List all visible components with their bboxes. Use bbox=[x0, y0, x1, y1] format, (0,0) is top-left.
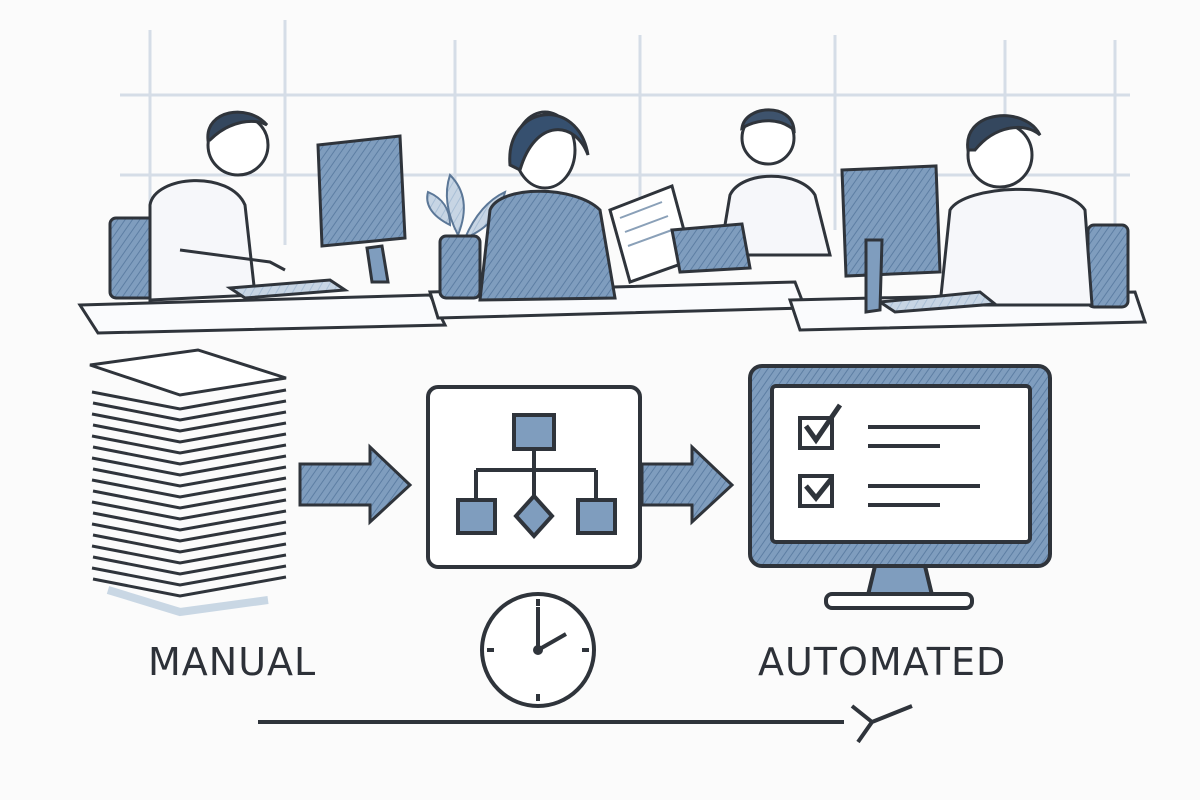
paper-stack-icon bbox=[89, 348, 287, 617]
automated-label: AUTOMATED bbox=[758, 640, 1007, 684]
paper-sheet bbox=[92, 553, 287, 576]
paper-sheet bbox=[92, 465, 287, 488]
flowchart-icon bbox=[426, 385, 642, 569]
arrow-right-icon bbox=[298, 443, 413, 526]
paper-sheet bbox=[91, 542, 287, 565]
checkmark-arrowhead-icon bbox=[850, 704, 913, 744]
monitor-1 bbox=[316, 134, 407, 284]
paper-sheet bbox=[91, 498, 287, 521]
worker-1 bbox=[108, 110, 286, 302]
paper-sheet bbox=[91, 388, 287, 411]
clock-icon bbox=[480, 592, 596, 708]
arrow-right-icon bbox=[640, 443, 735, 526]
monitor-2 bbox=[840, 164, 942, 314]
paper-sheet bbox=[91, 520, 287, 543]
paper-sheet bbox=[92, 487, 287, 510]
paper-sheets bbox=[91, 388, 287, 598]
manual-label: MANUAL bbox=[148, 640, 317, 684]
timeline bbox=[258, 704, 913, 744]
worker-3 bbox=[670, 108, 832, 274]
paper-sheet bbox=[91, 432, 287, 455]
paper-sheet bbox=[92, 443, 287, 466]
paper-sheet bbox=[92, 509, 287, 532]
paper-sheet bbox=[91, 564, 287, 587]
paper-sheet bbox=[92, 531, 287, 554]
worker-4 bbox=[875, 114, 1130, 314]
paper-sheet bbox=[92, 421, 287, 444]
paper-sheet bbox=[91, 476, 287, 499]
keyboard-1 bbox=[225, 278, 350, 300]
paper-sheet bbox=[92, 399, 287, 422]
paper-sheet bbox=[92, 575, 287, 598]
checklist-monitor-icon bbox=[748, 364, 1052, 610]
paper-sheet bbox=[91, 454, 287, 477]
paper-sheet bbox=[91, 410, 287, 433]
worker-2 bbox=[438, 110, 694, 302]
